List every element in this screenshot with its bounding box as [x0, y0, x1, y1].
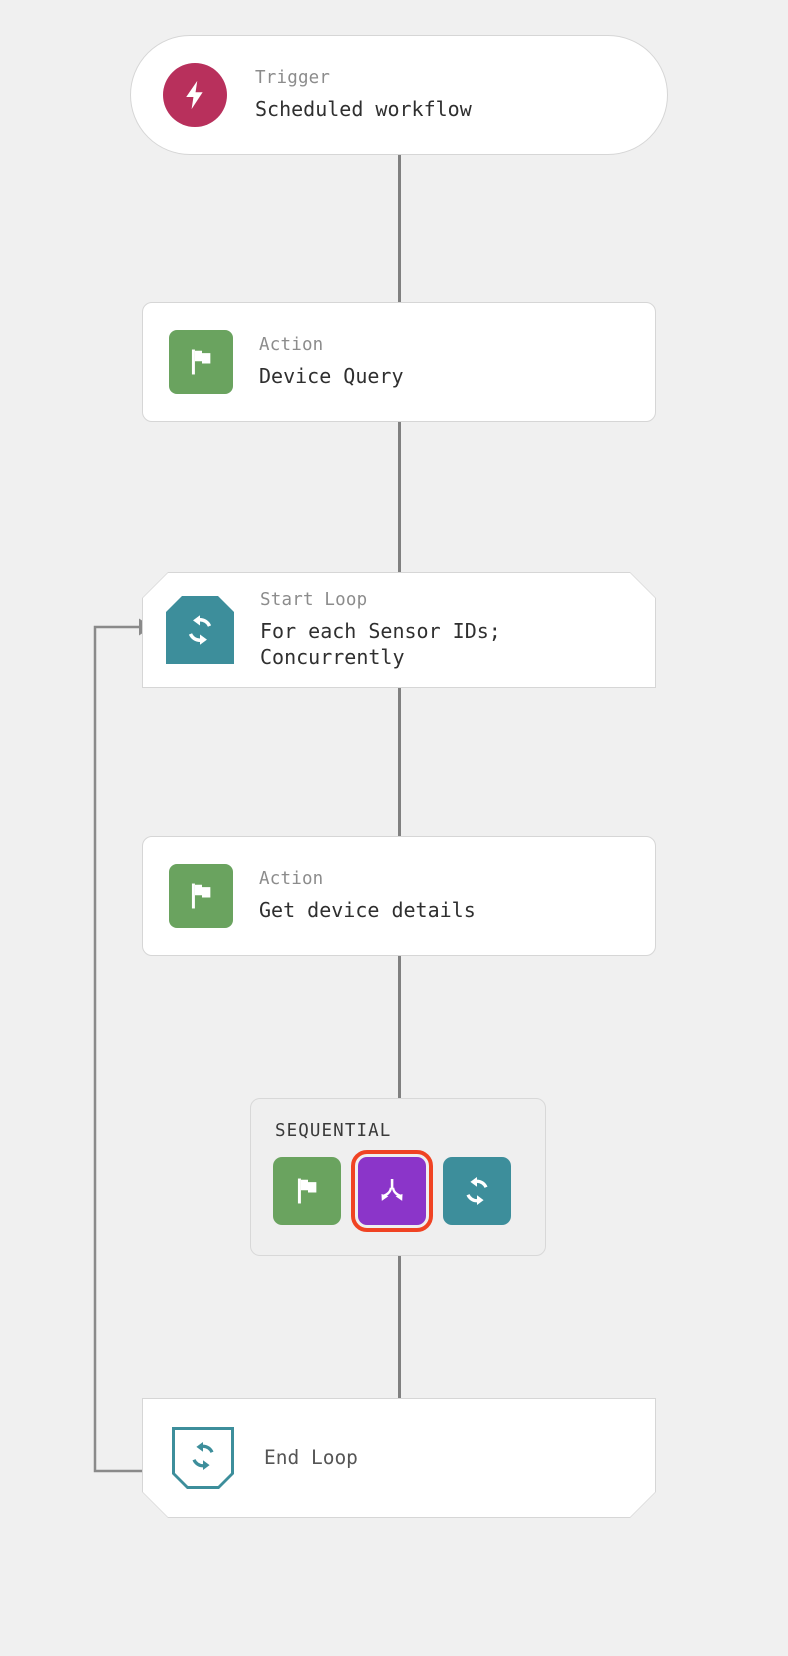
node-action-get-device-details[interactable]: Action Get device details — [142, 836, 656, 956]
node-trigger[interactable]: Trigger Scheduled workflow — [130, 35, 668, 155]
node-title: Get device details — [259, 898, 476, 923]
loop-refresh-outline-icon — [172, 1427, 234, 1489]
chip-flag[interactable] — [273, 1157, 341, 1225]
node-start-loop[interactable]: Start Loop For each Sensor IDs; Concurre… — [142, 572, 656, 688]
node-action-device-query[interactable]: Action Device Query — [142, 302, 656, 422]
node-title: Device Query — [259, 364, 404, 389]
flag-icon — [169, 330, 233, 394]
node-title: Scheduled workflow — [255, 97, 472, 122]
flag-icon — [290, 1174, 324, 1208]
node-title: End Loop — [264, 1446, 358, 1470]
node-kicker: Action — [259, 869, 324, 890]
lightning-bolt-icon — [163, 63, 227, 127]
chip-loop[interactable] — [443, 1157, 511, 1225]
node-title: For each Sensor IDs; Concurrently — [260, 618, 501, 670]
sequential-label: SEQUENTIAL — [275, 1121, 392, 1141]
node-kicker: Start Loop — [260, 590, 368, 611]
flag-icon — [169, 864, 233, 928]
sequential-group[interactable]: SEQUENTIAL — [250, 1098, 546, 1256]
node-kicker: Action — [259, 335, 324, 356]
chip-branch-selected[interactable] — [351, 1150, 433, 1232]
branch-split-icon — [374, 1173, 410, 1209]
sequential-chip-row — [273, 1150, 511, 1232]
node-end-loop[interactable]: End Loop — [142, 1398, 656, 1518]
loop-refresh-icon — [459, 1173, 495, 1209]
loop-refresh-icon — [166, 596, 234, 664]
node-kicker: Trigger — [255, 68, 331, 89]
